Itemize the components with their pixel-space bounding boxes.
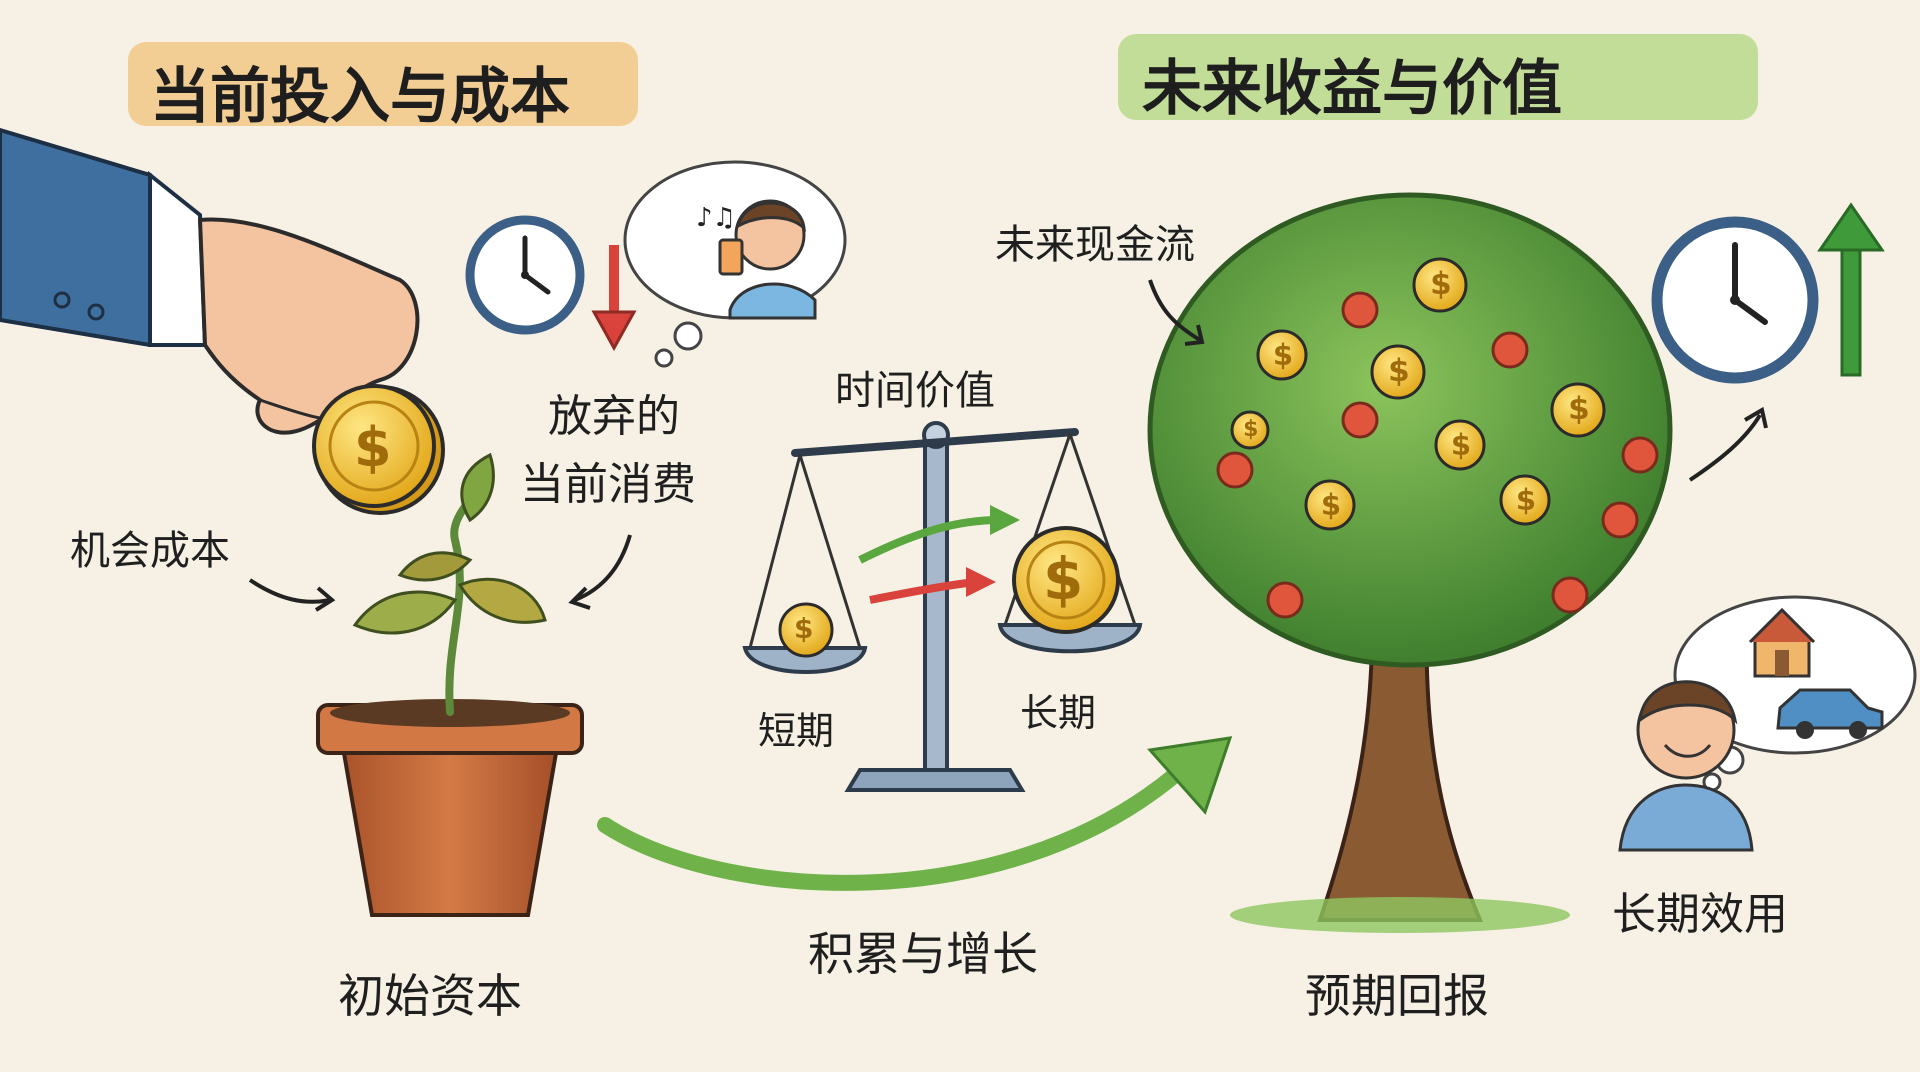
person-smile	[1663, 743, 1712, 758]
tree-coin	[1434, 419, 1486, 471]
label-forgone-line1: 放弃的	[548, 391, 680, 442]
down-arrow-icon	[591, 245, 637, 352]
tree-coin-symbol: $	[1430, 266, 1452, 303]
person-hair-right	[1638, 680, 1738, 725]
left-title-highlight	[128, 42, 638, 126]
pot-body	[337, 728, 563, 917]
tree-apple	[1216, 451, 1254, 489]
tree-apple	[1621, 436, 1659, 474]
pan-short-term	[742, 646, 868, 674]
person-hair	[735, 201, 806, 232]
scale-base	[844, 768, 1026, 792]
tree-apple	[1266, 581, 1304, 619]
tree-canopy	[1147, 192, 1673, 668]
tree-coin	[1499, 474, 1551, 526]
smiling-person	[1618, 680, 1754, 852]
tree-apples	[1216, 291, 1659, 619]
tree-coin-symbol: $	[1515, 482, 1537, 517]
label-initial-capital: 初始资本	[338, 969, 522, 1023]
tree-apple	[1341, 401, 1379, 439]
tree-coin-symbol: $	[1568, 391, 1590, 428]
grass	[1230, 897, 1570, 933]
tree-coin	[1412, 257, 1468, 313]
right-title-highlight	[1118, 34, 1758, 120]
person-body	[728, 282, 817, 320]
title-current-investment-cost: 当前投入与成本	[150, 62, 570, 132]
cuff-button-2	[87, 303, 105, 321]
tree-coin	[1370, 344, 1426, 400]
tree-coin-symbol: $	[1388, 353, 1410, 390]
red-transfer-arrow	[869, 578, 976, 604]
tree-coin	[1550, 382, 1606, 438]
coin-symbol-large: $	[1043, 545, 1084, 613]
balance-scale	[742, 421, 1143, 792]
label-forgone-line2: 当前消费	[520, 459, 696, 510]
tree-apple	[1601, 501, 1639, 539]
arrow-long-term-growth	[1688, 413, 1762, 482]
tree-apple	[1491, 331, 1529, 369]
tree-coin-symbol: $	[1450, 427, 1472, 462]
hand	[197, 217, 420, 435]
label-long-term: 长期	[1020, 691, 1097, 735]
growth-arrow	[597, 767, 1183, 891]
arrow-forgone-consumption	[574, 534, 632, 602]
music-notes: ♪♫	[696, 203, 736, 233]
thought-bubble-consumption	[623, 160, 847, 368]
label-time-value: 时间价值	[835, 368, 995, 414]
tree-coin	[1256, 329, 1308, 381]
tree-coin-symbol: $	[1272, 337, 1294, 372]
leaf-2	[457, 577, 547, 624]
label-accumulation-growth: 积累与增长	[808, 927, 1038, 981]
tree-apple	[1551, 576, 1589, 614]
green-transfer-arrow	[858, 516, 1001, 564]
tree-coin-symbol: $	[1320, 487, 1342, 522]
leaf-1	[352, 590, 458, 635]
arrow-opportunity-cost	[248, 578, 331, 604]
tree-coin	[1304, 479, 1356, 531]
seedling-pot	[316, 452, 584, 917]
pan-long-term	[997, 623, 1143, 654]
tree-apple	[1341, 291, 1379, 329]
up-arrow-icon	[1817, 202, 1885, 377]
coin-symbol-small: $	[794, 612, 814, 645]
coin-in-hand	[312, 384, 445, 515]
label-future-cash-flow: 未来现金流	[995, 222, 1195, 268]
tree-coin-symbol: $	[1243, 417, 1259, 443]
title-future-return-value: 未来收益与价值	[1142, 54, 1562, 124]
coin-large-scale	[1012, 526, 1120, 634]
leaf-4	[397, 551, 473, 582]
label-long-term-utility: 长期效用	[1612, 889, 1788, 940]
cuff-button-1	[53, 291, 71, 309]
label-expected-return: 预期回报	[1305, 969, 1489, 1023]
label-opportunity-cost: 机会成本	[70, 528, 230, 574]
tree-coin	[1230, 410, 1270, 450]
money-tree	[1147, 192, 1673, 933]
tree-coins	[1230, 257, 1606, 531]
scale-post	[923, 433, 949, 772]
arrow-future-cash-flow	[1148, 279, 1202, 342]
scale-beam	[791, 428, 1079, 457]
hand-with-coin	[0, 127, 420, 435]
label-short-term: 短期	[758, 709, 835, 753]
drink-cup	[718, 238, 744, 276]
coin-small-scale	[778, 602, 834, 658]
clock-icon-right	[1651, 216, 1819, 384]
leaf-3	[460, 452, 495, 523]
coin-symbol-hand: $	[354, 416, 392, 479]
shirt-cuff	[148, 170, 208, 347]
car-icon	[1776, 688, 1884, 730]
person-shirt	[1618, 783, 1754, 852]
clock-icon-left	[465, 215, 585, 335]
